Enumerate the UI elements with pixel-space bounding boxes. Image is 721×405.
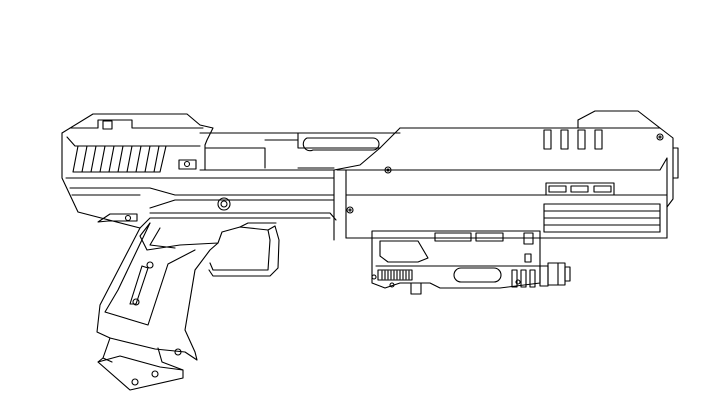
grip xyxy=(96,222,219,361)
trigger-guard xyxy=(139,222,280,277)
front-sight xyxy=(577,110,661,129)
slide-serrations xyxy=(72,145,197,173)
magazine-base xyxy=(97,337,184,391)
barrel-housing xyxy=(333,127,679,241)
top-vents xyxy=(543,129,603,150)
rear-sight xyxy=(61,113,214,169)
frame-rail xyxy=(61,167,337,229)
tactical-light xyxy=(371,230,571,295)
side-vents xyxy=(543,182,661,233)
slide xyxy=(199,132,401,171)
